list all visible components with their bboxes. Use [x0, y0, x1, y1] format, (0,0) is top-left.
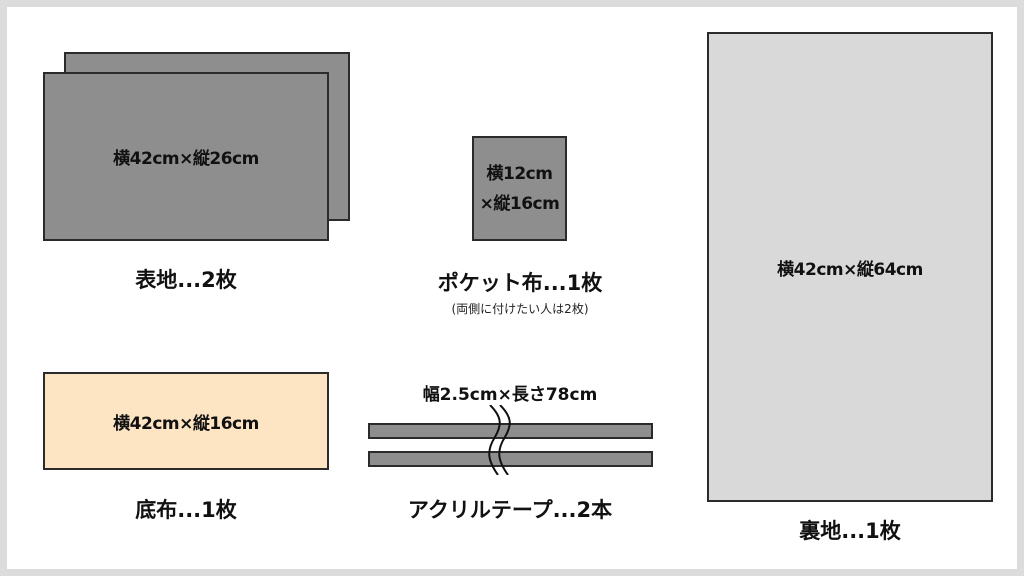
bottom-fabric-sheet: 横42cm×縦16cm: [43, 372, 329, 470]
pocket-fabric-sheet: 横12cm ×縦16cm: [472, 136, 567, 241]
lining-fabric-sheet: 横42cm×縦64cm: [707, 32, 993, 502]
outer-fabric-front-sheet: 横42cm×縦26cm: [43, 72, 329, 241]
pocket-fabric-title: ポケット布...1枚: [437, 271, 603, 295]
outer-fabric-dimension: 横42cm×縦26cm: [113, 149, 259, 169]
outer-fabric-title: 表地...2枚: [135, 268, 237, 292]
acrylic-tape-title: アクリルテープ...2本: [407, 498, 613, 522]
acrylic-tape-dimension: 幅2.5cm×長さ78cm: [422, 385, 598, 405]
pocket-fabric-dimension-width: 横12cm: [486, 163, 553, 184]
wavy-break-icon: [488, 405, 511, 475]
pocket-fabric-note: (両側に付けたい人は2枚): [451, 302, 589, 316]
acrylic-tape-strip-2: [368, 451, 653, 467]
lining-fabric-title: 裏地...1枚: [799, 519, 901, 543]
bottom-fabric-dimension: 横42cm×縦16cm: [113, 413, 259, 434]
pocket-fabric-dimension-height: ×縦16cm: [479, 193, 560, 214]
bottom-fabric-title: 底布...1枚: [135, 498, 237, 522]
lining-fabric-dimension: 横42cm×縦64cm: [777, 259, 923, 280]
